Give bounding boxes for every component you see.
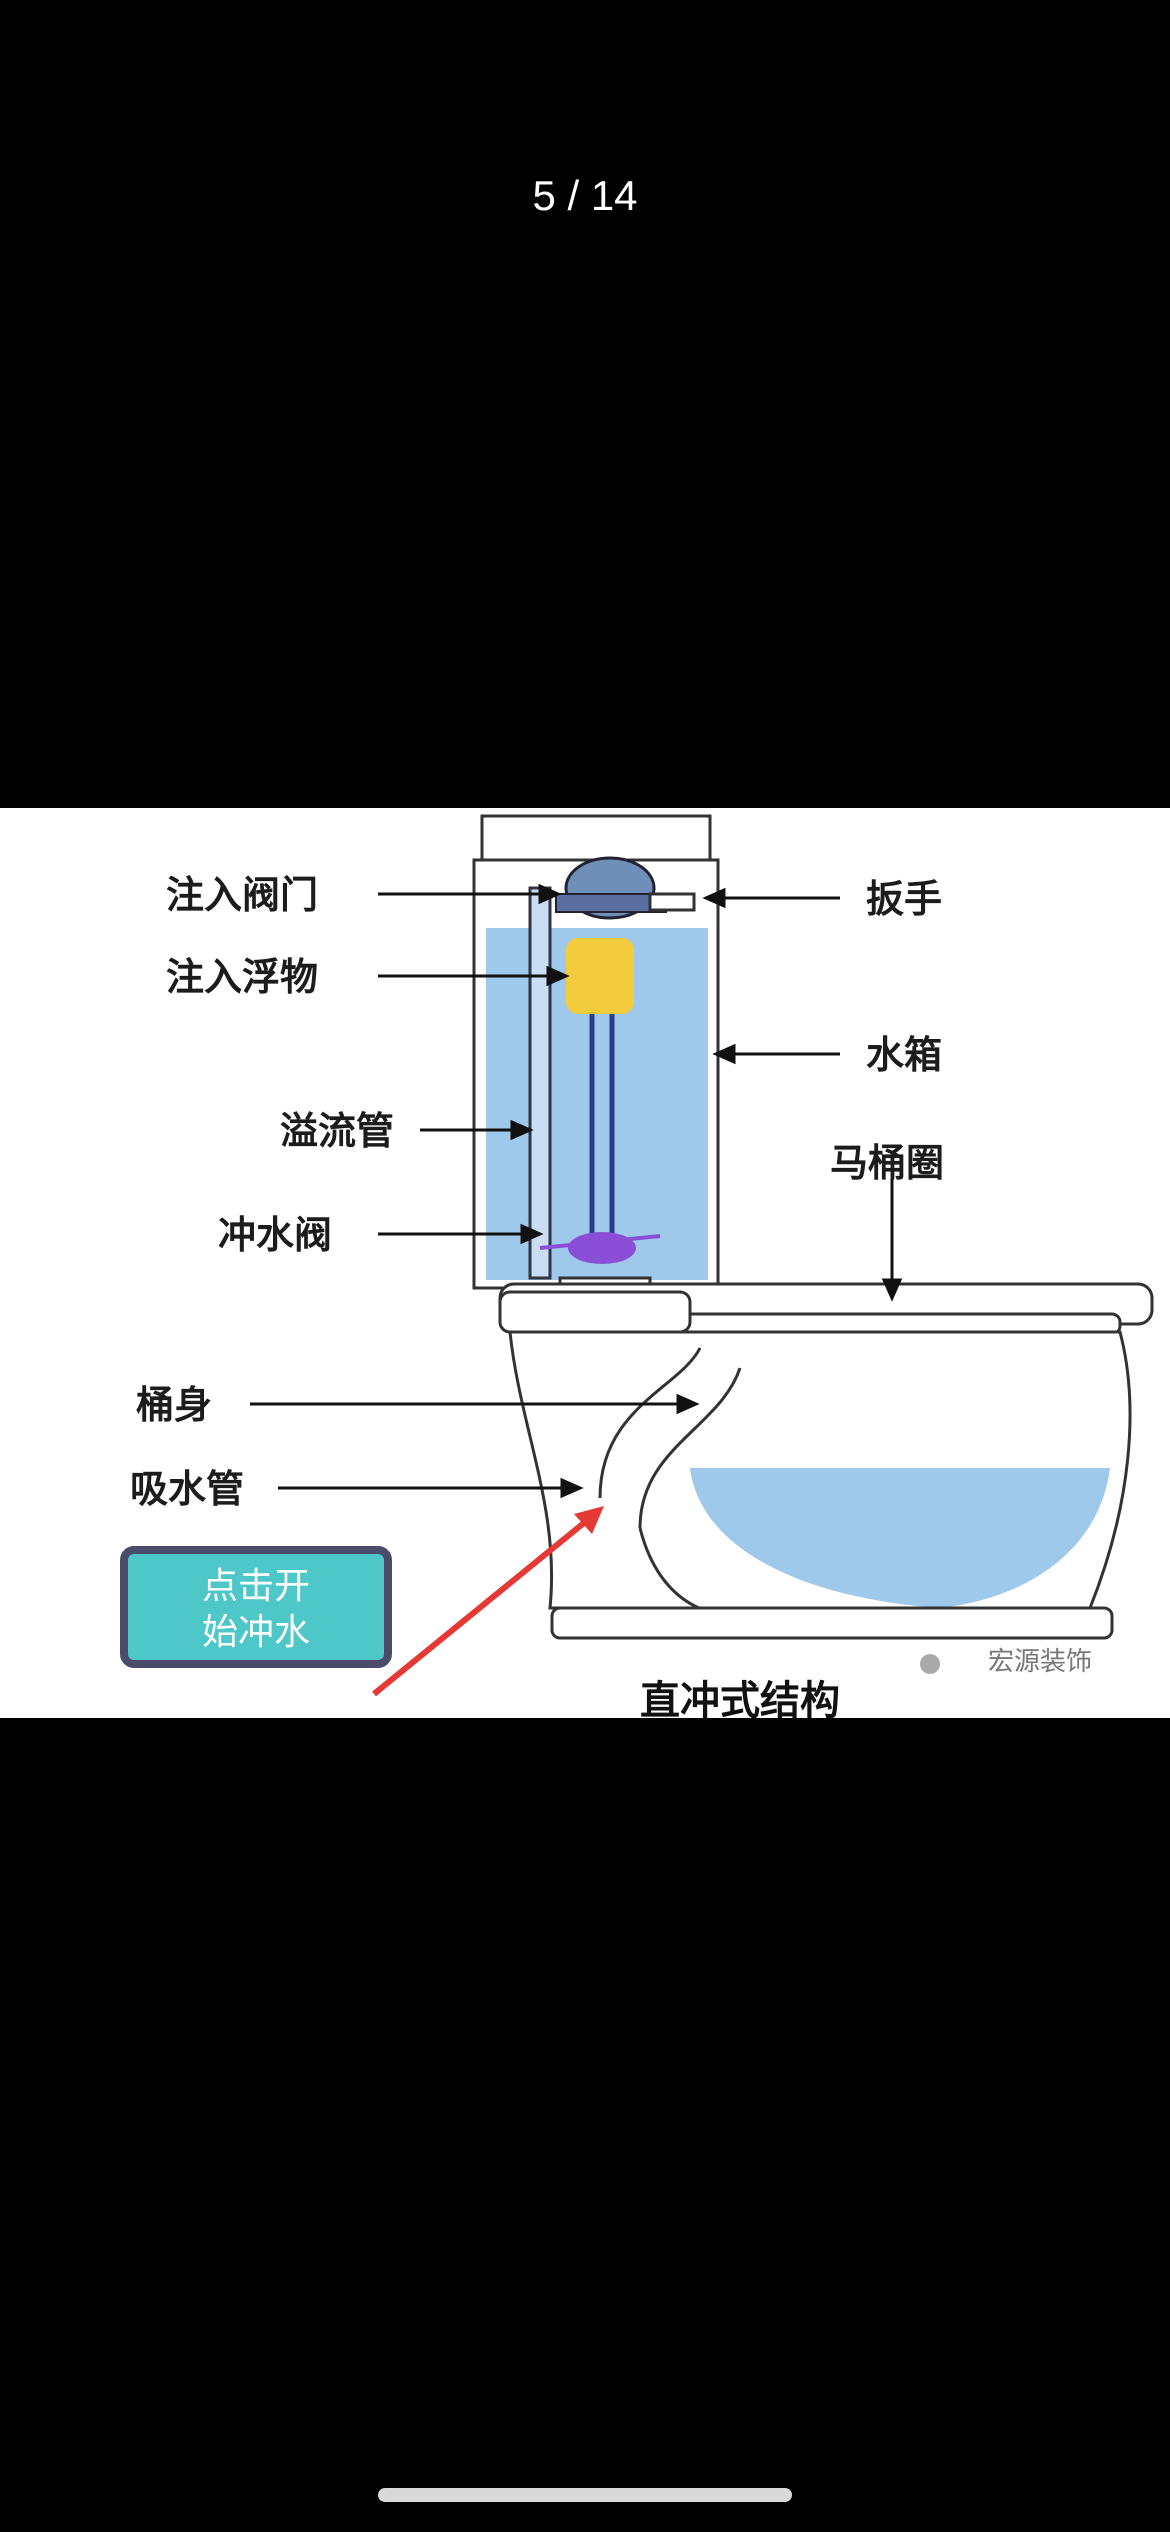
home-indicator[interactable] (378, 2488, 792, 2502)
wechat-icon (920, 1654, 940, 1674)
tank-lid (480, 814, 712, 868)
red-arrow (372, 1515, 592, 1697)
label-overflow-pipe: 溢流管 (280, 1109, 394, 1153)
toilet-diagram-image[interactable]: 注入阀门 注入浮物 溢流管 冲水阀 扳手 水箱 马桶圈 桶身 吸水管 点击开 始… (0, 808, 1170, 1718)
label-inlet-valve: 注入阀门 (166, 873, 318, 917)
label-siphon-pipe: 吸水管 (130, 1467, 244, 1511)
bowl-water (690, 1468, 1110, 1608)
label-bowl-body: 桶身 (136, 1383, 212, 1427)
overflow-pipe-shape (528, 886, 552, 1280)
diagram-caption: 直冲式结构 (640, 1678, 840, 1718)
image-counter: 5 / 14 (532, 172, 638, 219)
flush-valve-shape (568, 1232, 636, 1264)
button-line-1: 点击开 (202, 1566, 310, 1607)
watermark: 宏源装饰 (988, 1647, 1092, 1677)
float-shape (566, 938, 634, 1014)
label-tank: 水箱 (866, 1033, 942, 1077)
toilet-structure-diagram: 注入阀门 注入浮物 溢流管 冲水阀 扳手 水箱 马桶圈 桶身 吸水管 点击开 始… (120, 814, 1154, 1718)
button-line-2: 始冲水 (202, 1612, 310, 1653)
label-float: 注入浮物 (166, 955, 318, 999)
label-seat: 马桶圈 (830, 1141, 944, 1185)
handle-shape (648, 892, 696, 912)
start-flush-button[interactable]: 点击开 始冲水 (120, 1546, 392, 1668)
base-shape (550, 1606, 1114, 1640)
label-handle: 扳手 (866, 877, 942, 921)
label-flush-valve: 冲水阀 (218, 1213, 332, 1257)
